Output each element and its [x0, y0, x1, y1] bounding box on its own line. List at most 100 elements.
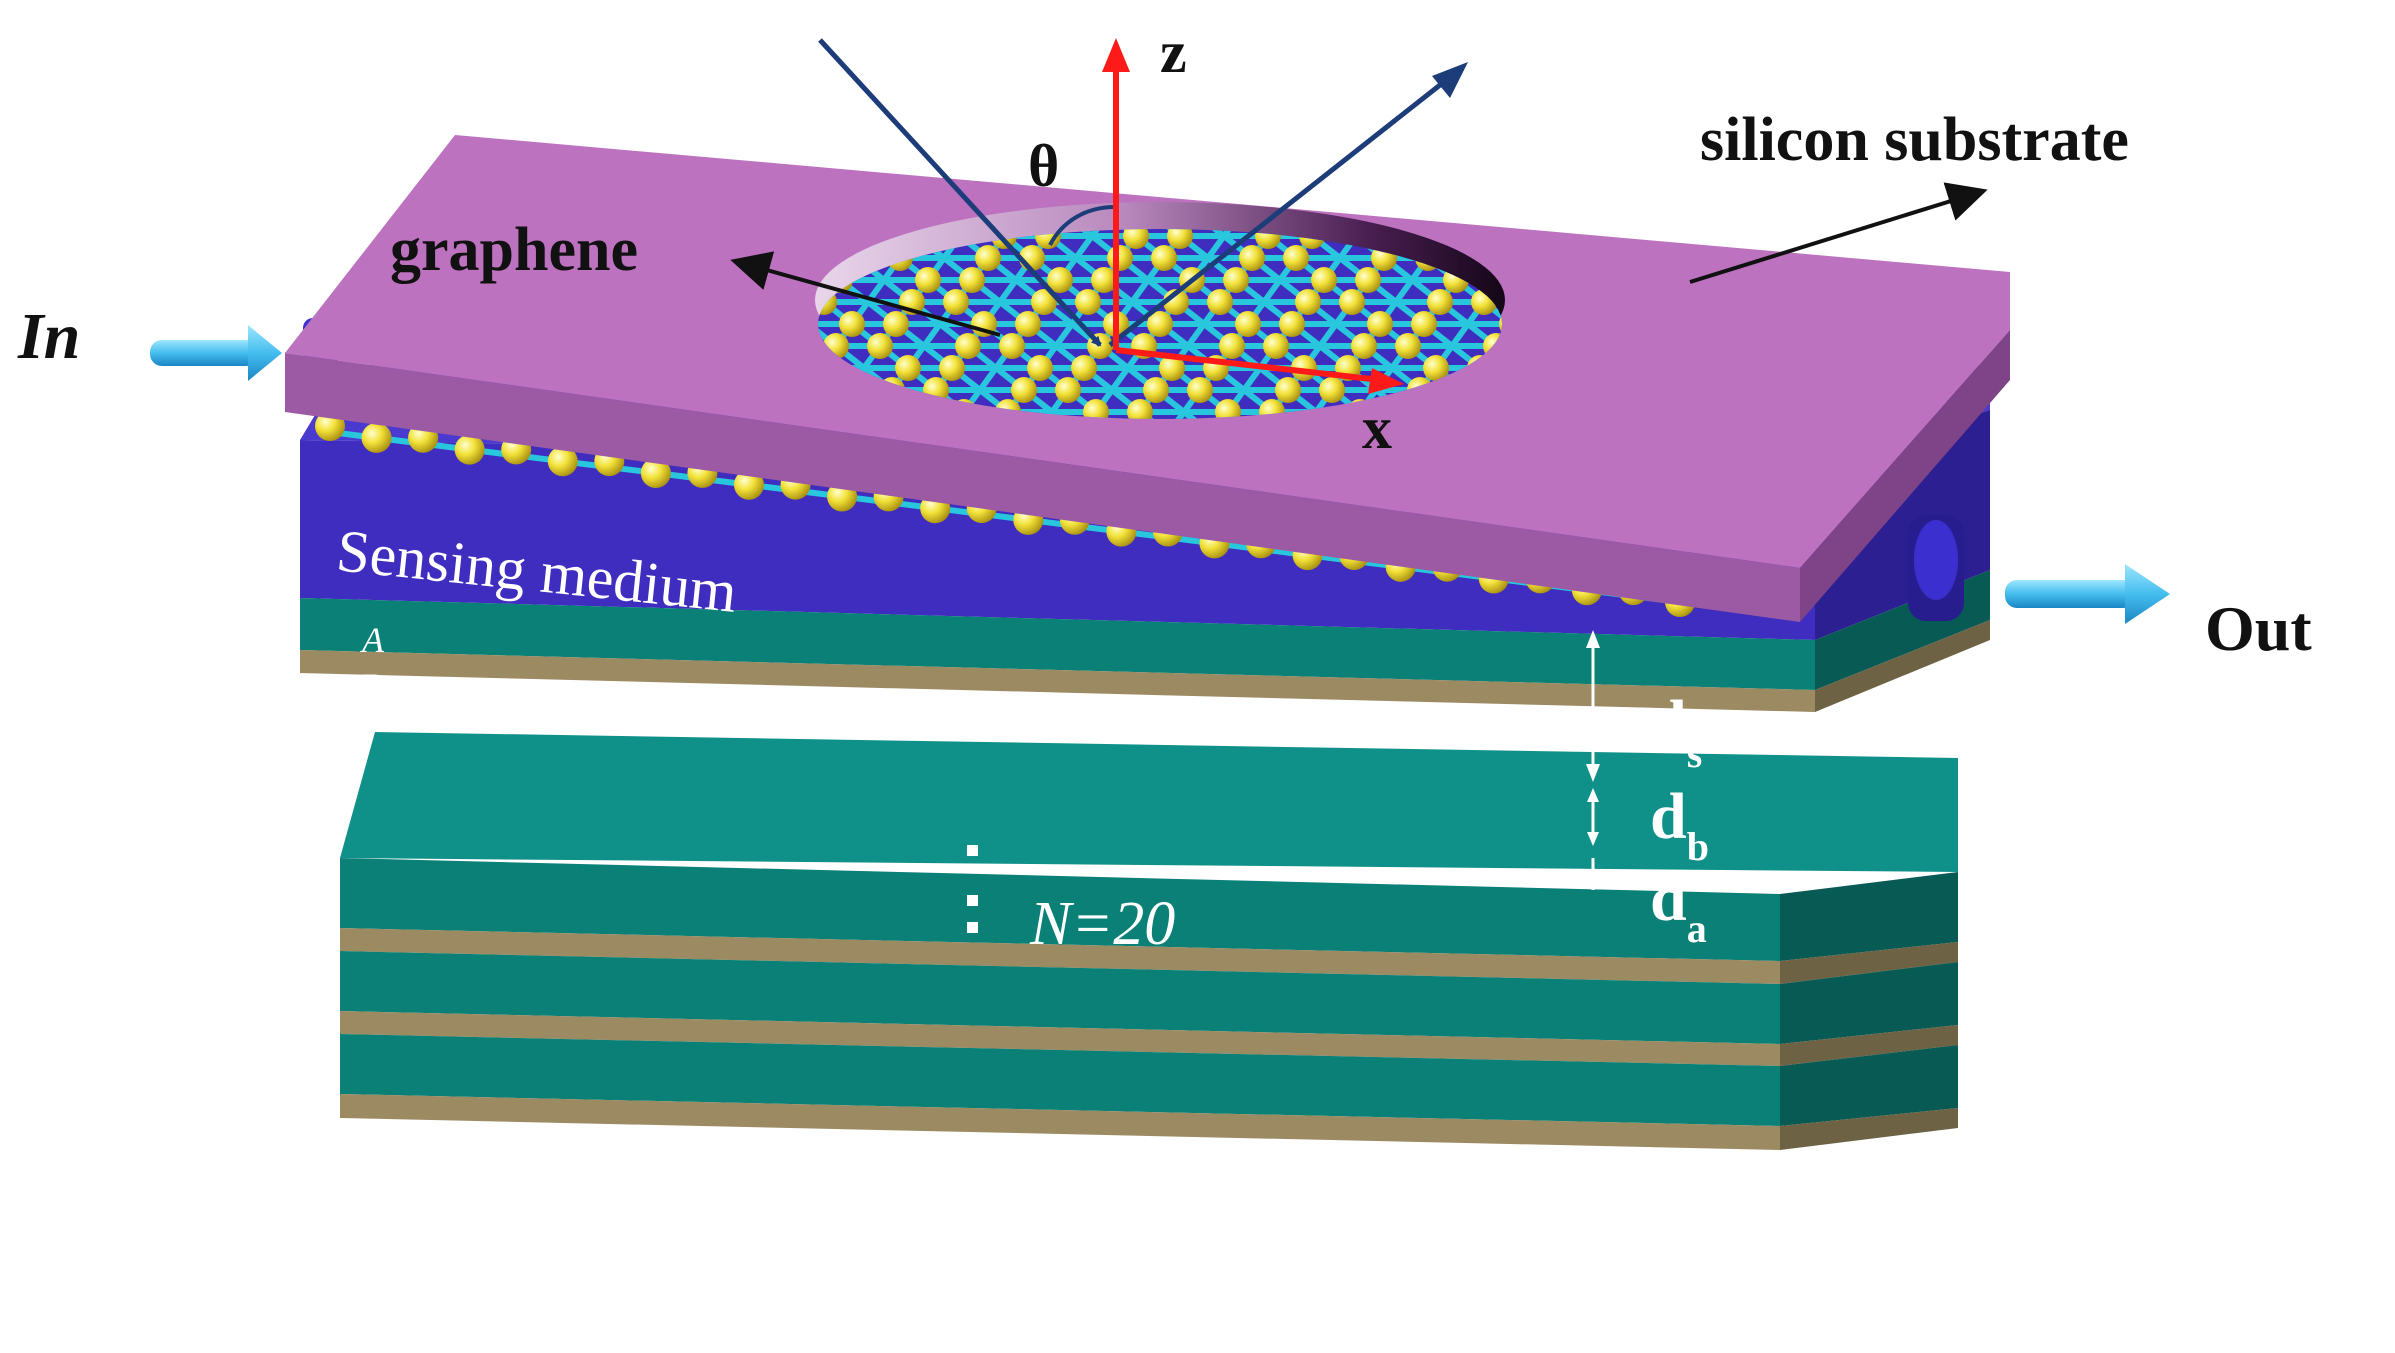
lattice-bond [1053, 322, 1075, 348]
graphene-pointer [730, 251, 1001, 337]
lattice-atom [1339, 289, 1365, 315]
lattice-atom [1011, 377, 1037, 403]
lattice-bond [1185, 322, 1207, 348]
lattice-atom [1107, 245, 1133, 271]
stack-side-a1 [1780, 872, 1958, 961]
lattice-atom [1491, 201, 1517, 227]
lattice-atom [1219, 333, 1245, 359]
stack-layer-b3 [340, 1094, 1780, 1150]
lattice-atom [1283, 245, 1309, 271]
lattice-atom [1091, 267, 1117, 293]
lattice-bond [977, 366, 999, 392]
lattice-bond [1109, 366, 1131, 392]
reflected-beam [1108, 62, 1468, 347]
lattice-bond [1241, 366, 1263, 392]
lattice-atom [1223, 267, 1249, 293]
lattice-atom [915, 267, 941, 293]
lattice-atom [839, 311, 865, 337]
lattice-bond [1062, 229, 1094, 239]
stack-layer-a2 [340, 951, 1780, 1044]
lattice-atom [1367, 311, 1393, 337]
lattice-atom [1239, 245, 1265, 271]
lattice-atom [1263, 333, 1289, 359]
lattice-atom [1015, 311, 1041, 337]
lattice-atom [1187, 377, 1213, 403]
layer-b-side [1815, 620, 1990, 712]
lattice-atom [1027, 355, 1053, 381]
lattice-atom [1275, 377, 1301, 403]
lattice-bond [1194, 229, 1226, 239]
lattice-atom [867, 333, 893, 359]
silicon-substrate-label: silicon substrate [1700, 106, 2129, 174]
lattice-bond [1073, 234, 1095, 260]
lattice-atom [1319, 377, 1345, 403]
incident-beam [818, 38, 1102, 347]
lattice-atom [1423, 355, 1449, 381]
lattice-atom [1351, 333, 1377, 359]
lattice-bond [1449, 322, 1471, 348]
lattice-atom [1071, 355, 1097, 381]
lattice-atom [883, 311, 909, 337]
output-label: Out [2205, 593, 2312, 664]
edge-atom [454, 434, 485, 465]
lattice-atom [959, 267, 985, 293]
bragg-stack [340, 732, 1958, 1150]
lattice-bond [1393, 278, 1415, 304]
layer-b-front [300, 650, 1815, 712]
lattice-atom [975, 245, 1001, 271]
silicon-side-face [1800, 330, 2010, 622]
lattice-bond [1182, 409, 1214, 419]
lattice-atom [1279, 311, 1305, 337]
stack-side-b2 [1780, 1025, 1958, 1066]
edge-atom [361, 422, 392, 453]
thickness-markers [1586, 630, 1600, 890]
lattice-atom [1295, 289, 1321, 315]
output-arrow [2005, 564, 2170, 624]
lattice-atom [999, 333, 1025, 359]
lattice-atom [1143, 377, 1169, 403]
lattice-atom [1123, 229, 1149, 249]
lattice-atom [1355, 267, 1381, 293]
silicon-front-face [285, 353, 1800, 622]
lattice-bond [1205, 234, 1227, 260]
lattice-bond [1221, 229, 1243, 238]
lattice-atom [1311, 267, 1337, 293]
stack-top-face [340, 732, 1958, 872]
lattice-bond [1261, 278, 1283, 304]
lattice-atom [1151, 245, 1177, 271]
stack-layer-a3 [340, 1034, 1780, 1126]
periods-label: N=20 [1029, 890, 1175, 958]
lattice-atom [1167, 229, 1193, 249]
lattice-atom [1411, 311, 1437, 337]
output-coupler-face [1914, 520, 1958, 600]
lattice-bond [997, 278, 1019, 304]
da-label: da [1650, 862, 1707, 951]
x-axis [1115, 347, 1404, 394]
lattice-atom [1147, 311, 1173, 337]
lattice-bond [921, 322, 943, 348]
z-axis [1102, 38, 1130, 350]
lattice-bond [1317, 322, 1339, 348]
lattice-atom [1395, 333, 1421, 359]
z-axis-label: z [1160, 19, 1187, 85]
stack-side-b3 [1780, 1108, 1958, 1150]
edge-atom [547, 446, 578, 477]
input-label: In [17, 300, 80, 373]
lattice-bond [1165, 410, 1187, 419]
lattice-atom [1159, 355, 1185, 381]
lattice-atom [895, 355, 921, 381]
input-arrow [150, 325, 282, 381]
stack-layer-a1 [340, 858, 1780, 961]
edge-atom [640, 458, 671, 489]
lattice-atom [1055, 377, 1081, 403]
lattice-atom [1207, 289, 1233, 315]
lattice-bond [1089, 229, 1111, 238]
theta-label: θ [1028, 133, 1059, 199]
layer-b-label: B [362, 666, 386, 706]
lattice-atom [1427, 289, 1453, 315]
stack-side-a2 [1780, 962, 1958, 1044]
x-axis-label: x [1362, 395, 1392, 461]
layer-a-front [300, 598, 1815, 690]
